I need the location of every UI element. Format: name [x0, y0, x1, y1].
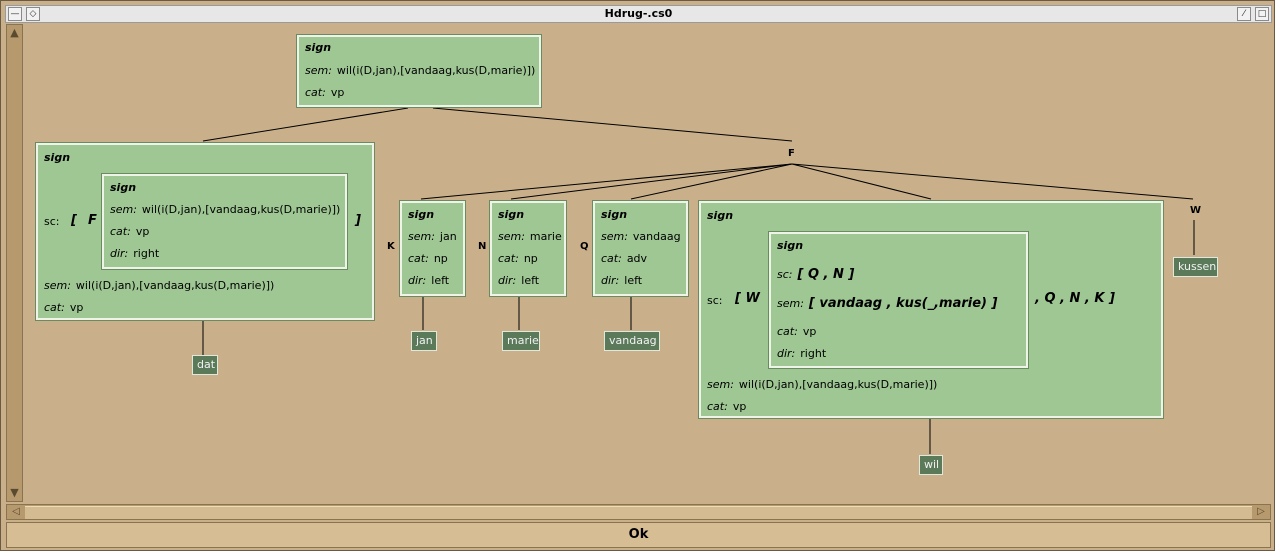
- scroll-left-arrow-icon[interactable]: ◁: [12, 506, 20, 517]
- sc-var: F: [88, 213, 97, 228]
- sem-feature: sem:wil(i(D,jan),[vandaag,kus(D,marie)]): [305, 64, 536, 77]
- leaf-kussen[interactable]: kussen: [1173, 257, 1218, 277]
- sc-open-bracket: [: [71, 213, 77, 228]
- wil-inner-sign[interactable]: sign sc:[ Q , N ] sem:[ vandaag , kus(_,…: [768, 231, 1029, 369]
- scroll-down-arrow-icon[interactable]: ▼: [10, 486, 19, 499]
- cat-feature: cat:vp: [707, 400, 747, 413]
- sem-feature: sem:marie: [498, 230, 562, 243]
- root-sign-node[interactable]: sign sem:wil(i(D,jan),[vandaag,kus(D,mar…: [296, 34, 542, 108]
- horizontal-scrollbar[interactable]: ◁ ▷: [6, 504, 1271, 520]
- scroll-right-arrow-icon[interactable]: ▷: [1257, 506, 1265, 517]
- vandaag-sign-node[interactable]: sign sem:vandaag cat:adv dir:left: [592, 200, 689, 297]
- var-Q: Q: [580, 241, 589, 252]
- sem-feature: sem:jan: [408, 230, 457, 243]
- sc-key: sc:: [44, 215, 60, 228]
- cat-feature: cat:np: [408, 252, 448, 265]
- node-header: sign: [777, 239, 804, 252]
- cat-feature: cat:vp: [44, 301, 84, 314]
- sc-close-bracket: ]: [355, 213, 361, 228]
- var-N: N: [478, 241, 487, 252]
- dir-feature: dir:left: [408, 274, 450, 287]
- title-bar[interactable]: — ◇ Hdrug-.cs0 ⁄ □: [5, 5, 1272, 23]
- ok-button[interactable]: Ok: [6, 522, 1271, 548]
- sem-feature: sem:wil(i(D,jan),[vandaag,kus(D,marie)]): [44, 279, 275, 292]
- iconify-button[interactable]: ⁄: [1237, 7, 1251, 21]
- sc-suffix: , Q , N , K ]: [1035, 291, 1115, 306]
- marie-sign-node[interactable]: sign sem:marie cat:np dir:left: [489, 200, 567, 297]
- sc-prefix: [ W: [735, 291, 760, 306]
- maximize-button[interactable]: □: [1255, 7, 1269, 21]
- cat-feature: cat:np: [498, 252, 538, 265]
- jan-sign-node[interactable]: sign sem:jan cat:np dir:left: [399, 200, 466, 297]
- cat-feature: cat:vp: [110, 225, 150, 238]
- node-header: sign: [601, 208, 628, 221]
- leaf-jan[interactable]: jan: [411, 331, 437, 351]
- sem-feature: sem:wil(i(D,jan),[vandaag,kus(D,marie)]): [110, 203, 341, 216]
- leaf-marie[interactable]: marie: [502, 331, 540, 351]
- var-W: W: [1190, 205, 1202, 216]
- sem-feature: sem:wil(i(D,jan),[vandaag,kus(D,marie)]): [707, 378, 938, 391]
- node-header: sign: [305, 41, 332, 54]
- cat-feature: cat:vp: [305, 86, 345, 99]
- var-F: F: [788, 148, 795, 159]
- node-header: sign: [707, 209, 734, 222]
- cat-feature: cat:vp: [777, 325, 817, 338]
- dir-feature: dir:right: [110, 247, 160, 260]
- dat-sign-node[interactable]: sign sc: [ F ] sign sem:wil(i(D,jan),[va…: [35, 142, 375, 321]
- dat-inner-sign[interactable]: sign sem:wil(i(D,jan),[vandaag,kus(D,mar…: [101, 173, 348, 270]
- leaf-dat[interactable]: dat: [192, 355, 218, 375]
- node-header: sign: [110, 181, 137, 194]
- tree-edges: [202, 107, 1195, 454]
- node-header: sign: [44, 151, 71, 164]
- window-title: Hdrug-.cs0: [604, 7, 673, 20]
- window-menu-button[interactable]: —: [8, 7, 22, 21]
- sc-feature: sc:[ Q , N ]: [777, 267, 855, 282]
- sc-key: sc:: [707, 294, 723, 307]
- dir-feature: dir:left: [498, 274, 540, 287]
- var-K: K: [387, 241, 395, 252]
- node-header: sign: [408, 208, 435, 221]
- sem-feature: sem:[ vandaag , kus(_,marie) ]: [777, 296, 998, 311]
- node-header: sign: [498, 208, 525, 221]
- leaf-vandaag[interactable]: vandaag: [604, 331, 660, 351]
- sem-feature: sem:vandaag: [601, 230, 681, 243]
- shade-button[interactable]: ◇: [26, 7, 40, 21]
- scroll-up-arrow-icon[interactable]: ▲: [10, 26, 19, 39]
- cat-feature: cat:adv: [601, 252, 648, 265]
- parse-tree-canvas: sign sem:wil(i(D,jan),[vandaag,kus(D,mar…: [25, 24, 1272, 502]
- leaf-wil[interactable]: wil: [919, 455, 943, 475]
- horizontal-scroll-thumb[interactable]: [25, 506, 1252, 520]
- vertical-scrollbar[interactable]: ▲ ▼: [6, 24, 23, 502]
- dir-feature: dir:left: [601, 274, 643, 287]
- wil-sign-node[interactable]: sign sc: [ W , Q , N , K ] sign sc:[ Q ,…: [698, 200, 1164, 419]
- dir-feature: dir:right: [777, 347, 827, 360]
